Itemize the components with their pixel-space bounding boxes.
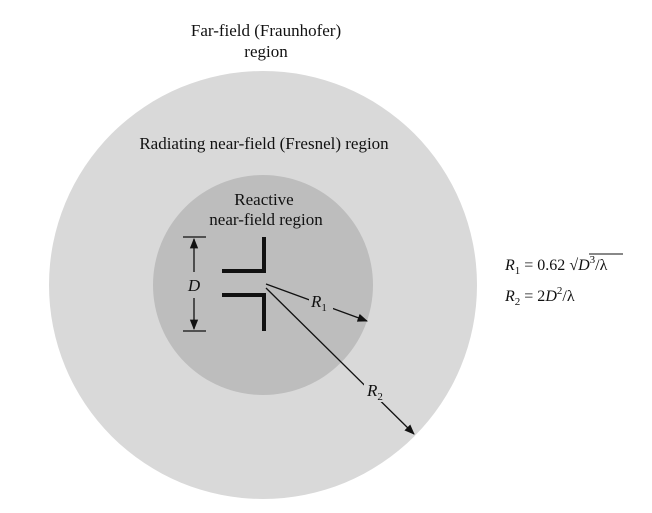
r1-label-background: [309, 292, 333, 312]
dimension-d-label: D: [187, 276, 201, 295]
reactive-near-field-label-line2: near-field region: [209, 210, 323, 229]
r2-label-background: [364, 381, 388, 402]
r2-label: R2: [366, 381, 383, 403]
r1-equation: R1 = 0.62 √D3/λ: [504, 254, 608, 277]
reactive-near-field-label-line1: Reactive: [234, 190, 293, 209]
dipole-antenna: [222, 237, 266, 331]
radiating-near-field-label: Radiating near-field (Fresnel) region: [139, 134, 389, 153]
far-field-label-line2: region: [244, 42, 288, 61]
r2-equation: R2 = 2D2/λ: [504, 285, 575, 308]
r2-radius-arrow: [265, 287, 415, 435]
dimension-d-indicator: [183, 236, 206, 332]
far-field-label-line1: Far-field (Fraunhofer): [191, 21, 341, 40]
r1-label: R1: [310, 292, 327, 314]
